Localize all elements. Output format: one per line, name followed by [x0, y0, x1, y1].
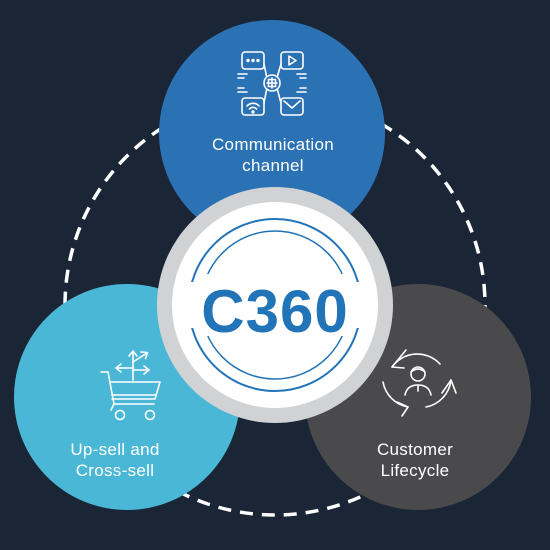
- upsell-label-line1: Up-sell and: [70, 440, 160, 459]
- customer-cycle-icon: [382, 349, 457, 417]
- communication-label-line2: channel: [242, 156, 304, 175]
- communication-channels-icon: [237, 51, 307, 116]
- center-title: C360: [201, 278, 349, 345]
- upsell-label-line2: Cross-sell: [75, 461, 155, 480]
- customer-lifecycle-label: Customer Lifecycle: [330, 439, 500, 481]
- communication-label-line1: Communication: [211, 135, 334, 154]
- shopping-cart-arrows-icon: [100, 350, 161, 421]
- communication-channel-circle: [159, 20, 385, 246]
- lifecycle-label-line1: Customer: [376, 440, 454, 459]
- center-badge: [157, 187, 393, 423]
- communication-channel-label: Communication channel: [178, 134, 368, 176]
- lifecycle-label-line2: Lifecycle: [380, 461, 450, 480]
- upsell-crosssell-label: Up-sell and Cross-sell: [30, 439, 200, 481]
- dashed-orbit-ring: [63, 93, 487, 517]
